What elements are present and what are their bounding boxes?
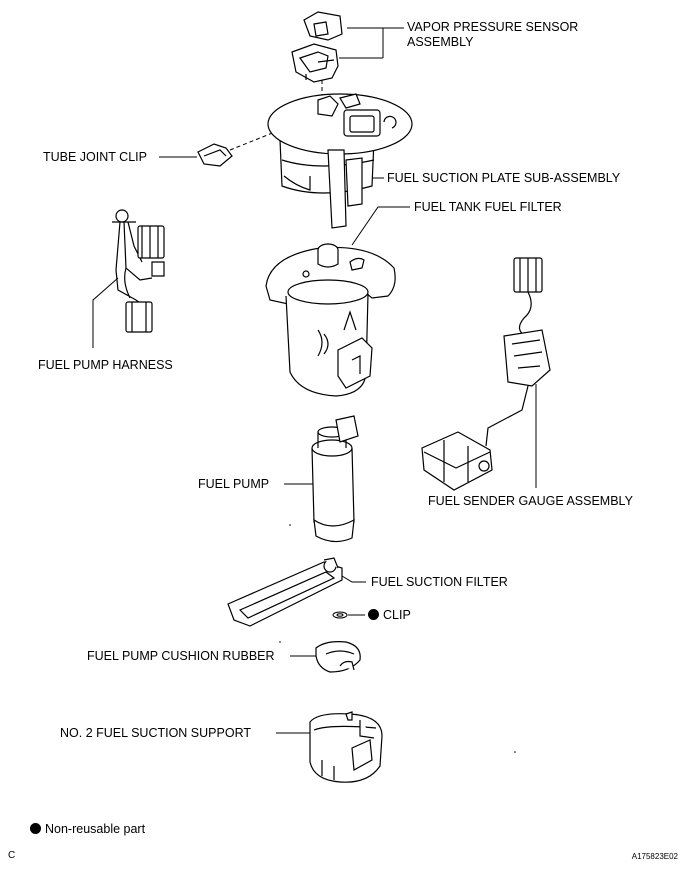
fuel-pump-harness-drawing <box>112 209 165 333</box>
leader-tank-filter <box>351 206 410 246</box>
label-tube-joint-clip: TUBE JOINT CLIP <box>43 150 147 164</box>
footer-figure-id: A175823E02 <box>631 852 678 861</box>
fuel-suction-filter-drawing <box>227 557 343 627</box>
label-fuel-pump-cushion-rubber: FUEL PUMP CUSHION RUBBER <box>87 649 275 663</box>
label-clip-text: CLIP <box>383 608 411 622</box>
fuel-sender-gauge-drawing <box>421 257 551 491</box>
label-no2-fuel-suction-support: NO. 2 FUEL SUCTION SUPPORT <box>60 726 252 740</box>
label-vapor-pressure-sensor: VAPOR PRESSURE SENSOR ASSEMBLY <box>407 20 578 50</box>
label-fuel-suction-filter: FUEL SUCTION FILTER <box>371 575 508 589</box>
label-vapor-pressure-sensor-line1: VAPOR PRESSURE SENSOR <box>407 20 579 34</box>
scan-specks <box>279 524 516 753</box>
leader-pump-harness <box>92 277 119 348</box>
leader-suction-filter <box>341 575 366 583</box>
footer-corner-letter: C <box>8 850 16 861</box>
legend-non-reusable-text: Non-reusable part <box>45 822 146 836</box>
legend-non-reusable: Non-reusable part <box>30 822 145 837</box>
label-fuel-pump-harness: FUEL PUMP HARNESS <box>38 358 173 372</box>
non-reusable-dot-icon <box>368 609 379 620</box>
tube-joint-clip-drawing <box>197 143 233 167</box>
clip-alignment-line <box>229 121 301 151</box>
vapor-pressure-sensor-drawing <box>291 11 343 83</box>
label-clip: CLIP <box>368 608 411 623</box>
leader-vapor-sensor <box>339 27 404 59</box>
label-fuel-suction-plate: FUEL SUCTION PLATE SUB-ASSEMBLY <box>387 171 621 185</box>
label-fuel-tank-fuel-filter: FUEL TANK FUEL FILTER <box>414 200 562 214</box>
clip-drawing <box>332 611 348 619</box>
fuel-pump-drawing <box>311 415 359 543</box>
fuel-pump-cushion-rubber-drawing <box>315 641 361 673</box>
fuel-tank-filter-drawing <box>265 243 396 397</box>
label-fuel-sender-gauge: FUEL SENDER GAUGE ASSEMBLY <box>428 494 633 508</box>
fuel-suction-support-drawing <box>309 711 383 783</box>
fuel-suction-plate-drawing <box>267 93 413 229</box>
label-fuel-pump: FUEL PUMP <box>198 477 270 491</box>
label-vapor-pressure-sensor-line2: ASSEMBLY <box>407 35 474 49</box>
legend-dot-icon <box>30 823 41 834</box>
